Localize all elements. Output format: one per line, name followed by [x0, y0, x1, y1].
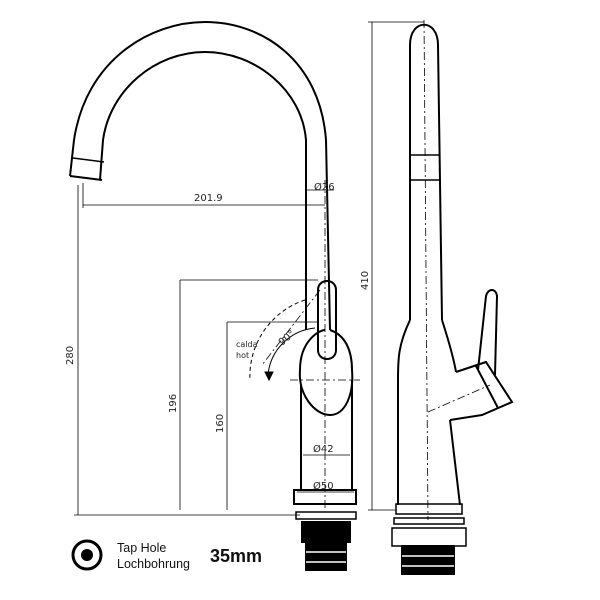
mount-nut [301, 521, 351, 543]
dim-spout-height: 280 [65, 346, 76, 365]
front-centerlines [261, 180, 360, 510]
spout-arc-inner [99, 50, 307, 330]
side-handle-cylinder [449, 360, 514, 421]
dim-handle-height: 196 [168, 394, 179, 413]
legend-tap-hole: Tap Hole [117, 541, 166, 555]
side-mount-plate [393, 517, 465, 525]
dim-spout-diameter: Ø26 [314, 181, 335, 193]
label-hot-english: hot [236, 351, 249, 360]
side-centerlines [423, 19, 491, 521]
side-handle-lever [477, 289, 499, 376]
handle-outline [317, 280, 337, 360]
side-body-right-lower [449, 419, 461, 506]
dim-base-diameter: Ø50 [313, 480, 334, 492]
spout-arc-outer [69, 20, 331, 331]
side-spout-column [409, 23, 443, 321]
dim-total-height: 410 [360, 271, 371, 290]
legend-lochbohrung: Lochbohrung [117, 557, 190, 571]
side-handle-cap [475, 365, 499, 409]
label-hot-italian: calda [236, 340, 258, 349]
spout-tip [69, 175, 103, 181]
legend-hole-size: 35mm [210, 546, 262, 566]
side-body-right [441, 319, 457, 373]
side-body-left [397, 319, 411, 505]
total-height-dimension [368, 21, 424, 511]
side-base-flange [395, 503, 463, 515]
mount-plate [295, 511, 357, 520]
dim-body-height: 160 [215, 414, 226, 433]
dim-spout-reach: 201.9 [194, 193, 223, 204]
mount-shank [305, 541, 347, 571]
side-mount-shank [401, 545, 455, 575]
dimension-lines [74, 183, 354, 516]
body-lower [298, 369, 354, 417]
body-outline [299, 329, 353, 371]
rotation-indicator [249, 299, 316, 382]
side-view [391, 23, 514, 575]
dim-body-diameter: Ø42 [313, 443, 334, 455]
spout-tip-band [72, 157, 105, 163]
side-mount-nut [391, 527, 467, 547]
dim-rotation-angle: 90° [277, 328, 298, 348]
tap-hole-icon [71, 539, 103, 571]
